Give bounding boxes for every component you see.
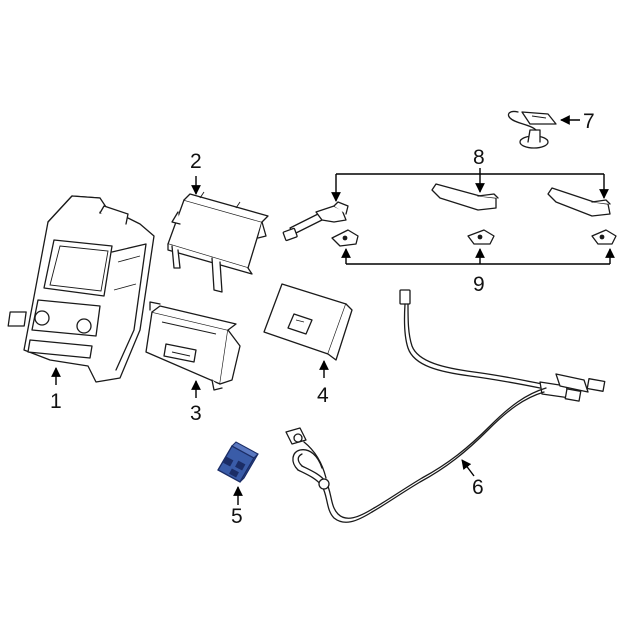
part-7-sensor[interactable] bbox=[507, 110, 557, 149]
part-4-switch-panel[interactable] bbox=[263, 283, 353, 361]
part-2-display-module[interactable] bbox=[167, 191, 269, 293]
part-9-clip-right[interactable] bbox=[591, 229, 617, 245]
svg-text:9: 9 bbox=[473, 273, 485, 296]
part-8-bracket-left[interactable] bbox=[282, 201, 349, 242]
callout-9: 9 bbox=[341, 248, 615, 296]
part-3-control-module[interactable] bbox=[145, 301, 241, 391]
callout-1: 1 bbox=[50, 367, 62, 413]
callout-3: 3 bbox=[190, 380, 202, 425]
svg-text:7: 7 bbox=[583, 110, 595, 133]
part-8-bracket-right[interactable] bbox=[547, 187, 611, 217]
part-5-connector-block[interactable] bbox=[217, 441, 259, 483]
callout-6: 6 bbox=[461, 459, 484, 499]
part-1-bezel-panel[interactable] bbox=[7, 195, 155, 383]
callout-4: 4 bbox=[317, 360, 329, 407]
part-6-wiring-harness[interactable] bbox=[285, 289, 606, 523]
svg-text:1: 1 bbox=[50, 390, 62, 413]
callout-2: 2 bbox=[190, 150, 202, 195]
svg-text:3: 3 bbox=[190, 402, 202, 425]
callout-8: 8 bbox=[331, 146, 609, 202]
part-9-clip-left[interactable] bbox=[331, 229, 359, 247]
callout-7: 7 bbox=[560, 110, 595, 133]
callout-5: 5 bbox=[231, 486, 243, 528]
svg-text:6: 6 bbox=[472, 476, 484, 499]
svg-text:5: 5 bbox=[231, 505, 243, 528]
svg-text:8: 8 bbox=[473, 146, 485, 169]
part-9-clip-middle[interactable] bbox=[467, 229, 495, 245]
svg-text:2: 2 bbox=[190, 150, 202, 173]
part-8-bracket-middle[interactable] bbox=[431, 183, 499, 211]
svg-text:4: 4 bbox=[317, 384, 329, 407]
